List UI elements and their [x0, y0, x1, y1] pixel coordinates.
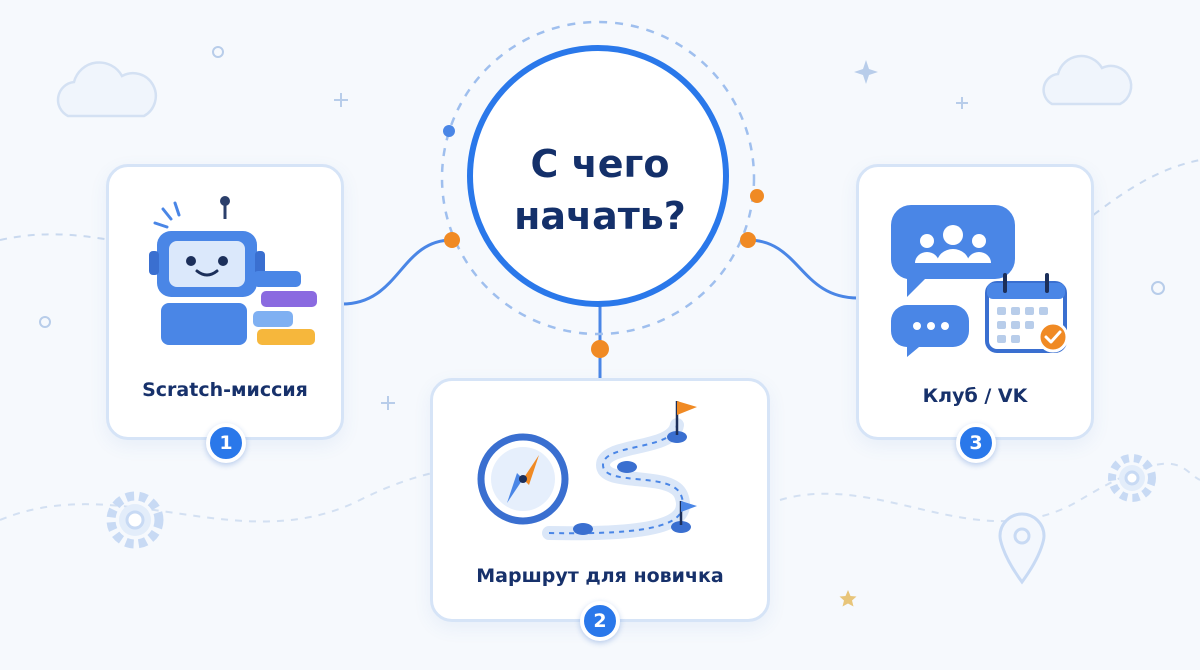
dot-icon	[39, 46, 1165, 328]
cloud-icon	[1042, 54, 1133, 106]
page-title: С чего начать?	[470, 138, 730, 242]
map-pin-icon	[998, 512, 1046, 585]
plus-icon	[334, 93, 968, 410]
connector-node	[591, 340, 609, 358]
connector-line-left	[341, 238, 453, 306]
gear-icon	[1108, 454, 1156, 502]
cloud-icon	[56, 61, 158, 118]
step-card-club[interactable]: Клуб / VK	[856, 164, 1094, 440]
title-line-2: начать?	[514, 194, 686, 238]
connector-line-right	[747, 238, 859, 300]
gear-icon	[106, 491, 164, 549]
chat-bubble-icon	[891, 305, 969, 357]
step-badge-1: 1	[206, 423, 246, 463]
community-chat-calendar-icon	[890, 205, 1069, 357]
center-circle	[467, 45, 729, 307]
step-card-route[interactable]: Маршрут для новичка	[430, 378, 770, 622]
step-label-3: Клуб / VK	[922, 385, 1028, 407]
star-icon	[839, 590, 857, 607]
step-badge-2: 2	[580, 601, 620, 641]
robot-with-code-blocks-icon	[149, 196, 317, 345]
group-chat-icon	[890, 205, 1015, 297]
calendar-icon	[985, 273, 1069, 353]
step-label-1: Scratch-миссия	[142, 379, 308, 401]
connector-node	[444, 232, 460, 248]
orbit-dot	[750, 189, 764, 203]
compass-route-map-icon	[477, 401, 697, 541]
compass-icon	[477, 433, 569, 525]
connector-node	[740, 232, 756, 248]
step-card-scratch[interactable]: Scratch-миссия	[106, 164, 344, 440]
orbit-dot	[443, 125, 455, 137]
step-label-2: Маршрут для новичка	[476, 565, 724, 587]
title-line-1: С чего	[530, 142, 670, 186]
step-badge-3: 3	[956, 423, 996, 463]
orbit-ring	[440, 20, 756, 336]
